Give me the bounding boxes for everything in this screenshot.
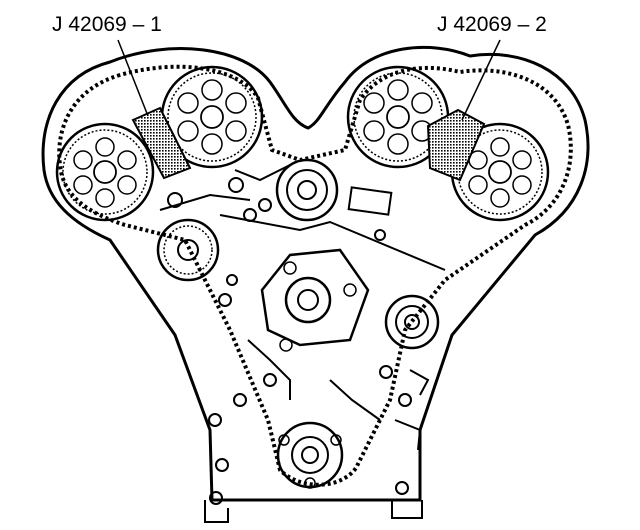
- timing-cover-outline: [41, 45, 590, 502]
- tool-1-block: [131, 106, 192, 180]
- tool-2-block: [426, 108, 486, 182]
- crankshaft-sprocket: [276, 421, 344, 489]
- bolt-heads: [167, 177, 412, 505]
- left-tensioner-pulley: [156, 218, 220, 282]
- tool-2-leader: [461, 39, 501, 121]
- bottom-mount: [204, 369, 430, 523]
- cover-plate: [347, 186, 393, 216]
- right-idler-pulley: [384, 294, 440, 350]
- water-pump: [260, 248, 370, 352]
- tool-1-label: J 42069 – 1: [52, 13, 162, 36]
- left-outer-cam-sprocket: [55, 122, 155, 222]
- tool-1-leader: [117, 39, 149, 117]
- upper-idler-pulley: [275, 158, 339, 222]
- engine-block-lines: [159, 164, 446, 421]
- tool-2-label: J 42069 – 2: [437, 13, 547, 36]
- timing-belt: [57, 64, 573, 487]
